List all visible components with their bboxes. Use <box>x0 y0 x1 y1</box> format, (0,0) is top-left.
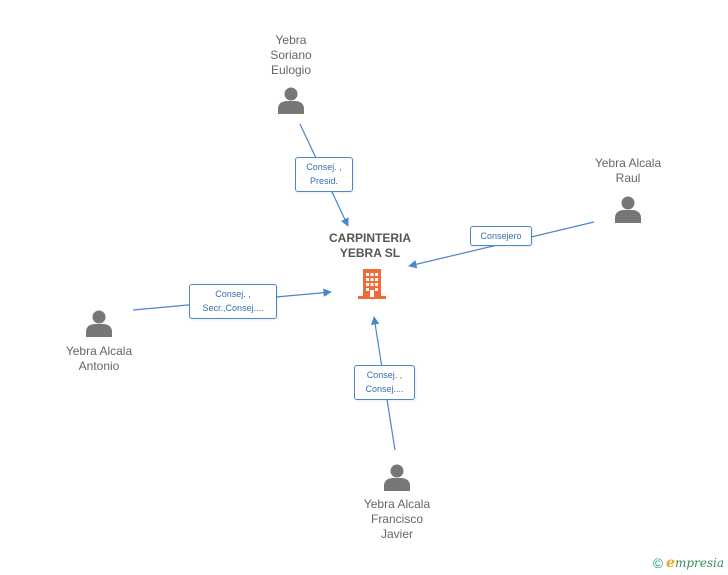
person-name-line: Raul <box>615 171 641 185</box>
company-name-line: YEBRA SL <box>339 246 401 260</box>
company-name-line: CARPINTERIA <box>328 231 411 245</box>
person-name-line: Soriano <box>270 48 312 62</box>
person-name-line: Yebra Alcala <box>594 156 662 170</box>
role-line: Consej.... <box>365 384 404 394</box>
brand-logo-text: mpresia <box>674 556 724 570</box>
company-name[interactable]: CARPINTERIA YEBRA SL <box>320 231 420 261</box>
person-yebra-soriano-eulogio[interactable]: Yebra Soriano Eulogio <box>252 33 330 115</box>
person-yebra-alcala-raul[interactable]: Yebra Alcala Raul <box>588 156 668 224</box>
footer-brand[interactable]: © empresia <box>653 555 724 571</box>
copyright-icon: © <box>652 555 664 571</box>
building-icon[interactable] <box>356 267 388 301</box>
brand-logo: empresia <box>666 555 724 571</box>
role-line: Presid. <box>309 176 338 186</box>
person-icon <box>278 87 304 114</box>
person-name-line: Francisco <box>370 512 423 526</box>
role-line: Consej. , <box>215 289 251 299</box>
person-yebra-alcala-francisco-javier[interactable]: Yebra Alcala Francisco Javier <box>356 462 438 542</box>
role-box-raul[interactable]: Consejero <box>470 226 532 246</box>
role-box-francisco[interactable]: Consej. , Consej.... <box>354 365 415 400</box>
role-box-antonio[interactable]: Consej. , Secr.,Consej.... <box>189 284 277 319</box>
role-line: Consejero <box>480 231 522 241</box>
person-name-line: Yebra Alcala <box>65 344 133 358</box>
person-icon <box>615 196 641 223</box>
person-name-line: Eulogio <box>270 63 312 77</box>
person-name-line: Yebra <box>275 33 307 47</box>
role-line: Consej. , <box>366 370 403 380</box>
person-icon <box>86 310 112 337</box>
role-line: Secr.,Consej.... <box>202 303 264 313</box>
person-name-line: Javier <box>380 527 413 541</box>
role-line: Consej. , <box>306 162 342 172</box>
role-box-soriano[interactable]: Consej. , Presid. <box>295 157 353 192</box>
person-icon <box>384 464 410 491</box>
person-yebra-alcala-antonio[interactable]: Yebra Alcala Antonio <box>59 308 139 374</box>
person-name-line: Yebra Alcala <box>363 497 431 511</box>
person-name-line: Antonio <box>78 359 120 373</box>
brand-logo-initial: e <box>666 555 675 571</box>
